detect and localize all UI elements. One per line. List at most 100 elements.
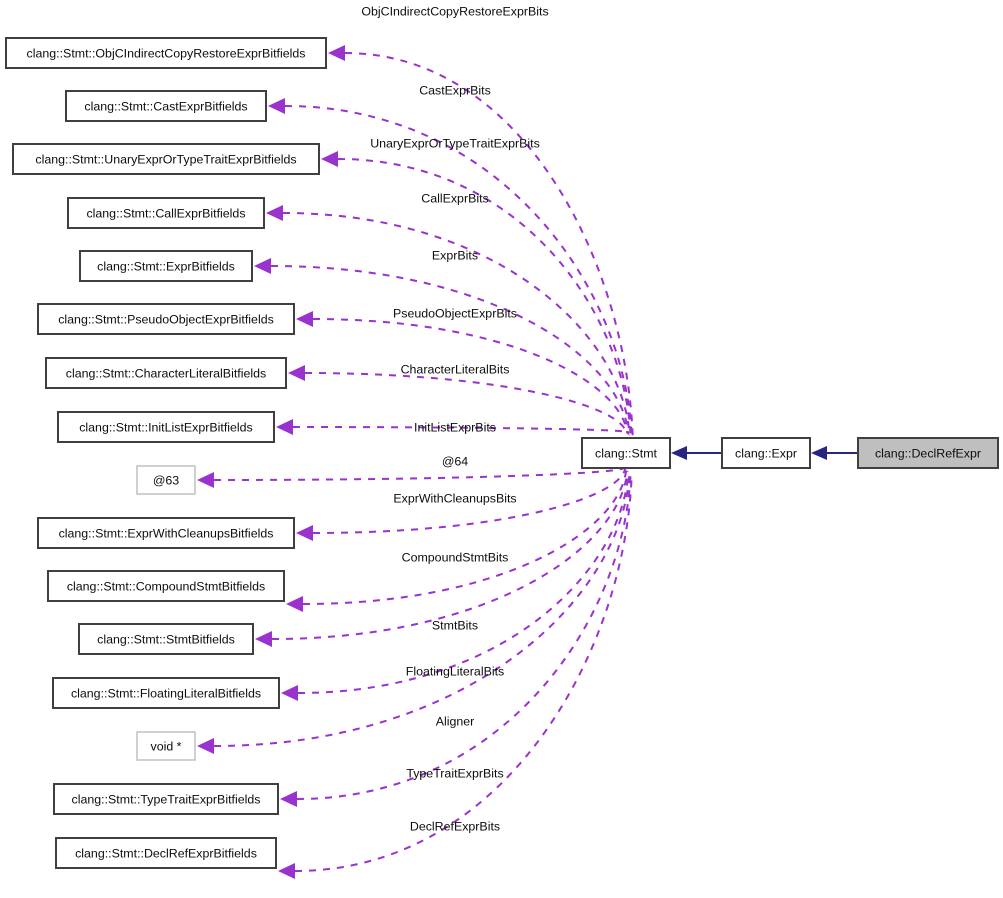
node-clang-stmt-exprwithcleanupsbitfields-label: clang::Stmt::ExprWithCleanupsBitfields	[59, 526, 274, 540]
edge-label-unaryexprortypetraitexprbits: UnaryExprOrTypeTraitExprBits	[370, 136, 540, 150]
inheritance-arrowhead-icon	[811, 446, 827, 460]
node-clang-stmt-pseudoobjectexprbitfields-rect	[37, 303, 295, 335]
usage-edge-group	[197, 45, 634, 879]
node-clang-stmt-exprwithcleanupsbitfields-rect	[37, 517, 295, 549]
node-clang-stmt[interactable]: clang::Stmt	[581, 437, 671, 469]
node-void-rect	[136, 731, 196, 761]
usage-arrowhead-icon	[280, 791, 297, 807]
edge-label-pseudoobjectexprbits: PseudoObjectExprBits	[393, 306, 517, 320]
inheritance-edge-group	[671, 446, 858, 460]
node-clang-stmt-floatingliteralbitfields-label: clang::Stmt::FloatingLiteralBitfields	[71, 686, 261, 700]
node-clang-stmt-callexprbitfields-label: clang::Stmt::CallExprBitfields	[86, 206, 245, 220]
usage-arrowhead-icon	[268, 98, 285, 114]
node-clang-stmt-callexprbitfields[interactable]: clang::Stmt::CallExprBitfields	[67, 197, 265, 229]
usage-edge-floatingliteralbits	[297, 471, 630, 694]
inheritance-arrowhead-icon	[671, 446, 687, 460]
usage-edge-compoundstmtbits	[302, 469, 628, 605]
node-clang-stmt-declrefexprbitfields-rect	[55, 837, 277, 869]
usage-edge-callexprbits	[282, 212, 631, 436]
usage-arrowhead-icon	[197, 738, 214, 754]
usage-edge-64	[213, 467, 625, 481]
node-clang-stmt-pseudoobjectexprbitfields-label: clang::Stmt::PseudoObjectExprBitfields	[58, 312, 274, 326]
node-clang-stmt-unaryexprortypetraitexprbitfields-label: clang::Stmt::UnaryExprOrTypeTraitExprBit…	[35, 152, 296, 166]
usage-arrowhead-icon	[321, 151, 338, 167]
node-clang-declrefexpr-rect	[857, 437, 999, 469]
node-clang-stmt-exprbitfields-label: clang::Stmt::ExprBitfields	[97, 259, 235, 273]
node-clang-stmt-characterliteralbitfields-rect	[45, 357, 287, 389]
edge-label-declrefexprbits: DeclRefExprBits	[410, 819, 500, 833]
usage-arrowhead-icon	[278, 863, 295, 879]
node-clang-stmt-exprbitfields-rect	[79, 250, 253, 282]
usage-arrowhead-icon	[254, 258, 271, 274]
node-63-rect	[136, 465, 196, 495]
edge-label-characterliteralbits: CharacterLiteralBits	[401, 362, 510, 376]
node-clang-stmt-callexprbitfields-rect	[67, 197, 265, 229]
edge-label-aligner: Aligner	[436, 714, 475, 728]
node-clang-stmt-castexprbitfields-label: clang::Stmt::CastExprBitfields	[84, 99, 247, 113]
node-clang-stmt-pseudoobjectexprbitfields[interactable]: clang::Stmt::PseudoObjectExprBitfields	[37, 303, 295, 335]
node-clang-stmt-declrefexprbitfields-label: clang::Stmt::DeclRefExprBitfields	[75, 846, 257, 860]
usage-edge-characterliteralbits	[304, 372, 628, 433]
node-clang-stmt-initlistexprbitfields[interactable]: clang::Stmt::InitListExprBitfields	[57, 411, 275, 443]
usage-edge-objcindirectcopyrestoreexprbits	[344, 52, 634, 439]
node-void[interactable]: void *	[136, 731, 196, 761]
node-clang-stmt-typetraitexprbitfields-rect	[53, 783, 279, 815]
node-63[interactable]: @63	[136, 465, 196, 495]
node-clang-expr-label: clang::Expr	[735, 446, 797, 460]
node-clang-stmt-initlistexprbitfields-label: clang::Stmt::InitListExprBitfields	[79, 420, 253, 434]
edge-label-group: ObjCIndirectCopyRestoreExprBitsCastExprB…	[361, 4, 548, 833]
node-clang-stmt-stmtbitfields-label: clang::Stmt::StmtBitfields	[97, 632, 235, 646]
node-clang-stmt-typetraitexprbitfields[interactable]: clang::Stmt::TypeTraitExprBitfields	[53, 783, 279, 815]
node-clang-stmt-label: clang::Stmt	[595, 446, 658, 460]
node-clang-stmt-unaryexprortypetraitexprbitfields[interactable]: clang::Stmt::UnaryExprOrTypeTraitExprBit…	[12, 143, 320, 175]
usage-edge-unaryexprortypetraitexprbits	[337, 158, 632, 437]
usage-edge-aligner	[213, 472, 631, 747]
node-clang-expr[interactable]: clang::Expr	[721, 437, 811, 469]
node-clang-stmt-characterliteralbitfields[interactable]: clang::Stmt::CharacterLiteralBitfields	[45, 357, 287, 389]
node-clang-declrefexpr[interactable]: clang::DeclRefExpr	[857, 437, 999, 469]
member-node-group: clang::Stmt::ObjCIndirectCopyRestoreExpr…	[5, 37, 327, 869]
edge-label-exprbits: ExprBits	[432, 248, 478, 262]
node-clang-stmt-compoundstmtbitfields[interactable]: clang::Stmt::CompoundStmtBitfields	[47, 570, 285, 602]
edge-label-stmtbits: StmtBits	[432, 618, 478, 632]
edge-label-callexprbits: CallExprBits	[421, 191, 488, 205]
node-clang-stmt-exprwithcleanupsbitfields[interactable]: clang::Stmt::ExprWithCleanupsBitfields	[37, 517, 295, 549]
main-node-group: clang::Stmt clang::Expr clang::DeclRefExpr	[581, 437, 999, 469]
usage-arrowhead-icon	[197, 472, 214, 488]
node-clang-stmt-floatingliteralbitfields[interactable]: clang::Stmt::FloatingLiteralBitfields	[52, 677, 280, 709]
edge-label-objcindirectcopyrestoreexprbits: ObjCIndirectCopyRestoreExprBits	[361, 4, 548, 18]
edge-label-exprwithcleanupsbits: ExprWithCleanupsBits	[393, 491, 516, 505]
node-clang-stmt-characterliteralbitfields-label: clang::Stmt::CharacterLiteralBitfields	[66, 366, 266, 380]
usage-edge-exprbits	[270, 265, 630, 435]
edge-label-castexprbits: CastExprBits	[419, 83, 491, 97]
usage-edge-exprwithcleanupsbits	[312, 468, 627, 534]
node-clang-stmt-declrefexprbitfields[interactable]: clang::Stmt::DeclRefExprBitfields	[55, 837, 277, 869]
node-void-label: void *	[151, 739, 182, 753]
edge-label-compoundstmtbits: CompoundStmtBits	[402, 550, 509, 564]
usage-edge-stmtbits	[271, 470, 629, 640]
node-clang-stmt-objcindirectcopyrestoreexprbitfields-rect	[5, 37, 327, 69]
node-clang-stmt-compoundstmtbitfields-rect	[47, 570, 285, 602]
usage-edge-initlistexprbits	[292, 426, 626, 433]
node-63-label: @63	[153, 473, 179, 487]
edge-label-initlistexprbits: InitListExprBits	[414, 420, 496, 434]
node-clang-stmt-rect	[581, 437, 671, 469]
usage-edge-castexprbits	[284, 105, 633, 438]
usage-arrowhead-icon	[296, 311, 313, 327]
usage-arrowhead-icon	[276, 419, 293, 435]
usage-edge-typetraitexprbits	[296, 473, 632, 800]
edge-label-typetraitexprbits: TypeTraitExprBits	[406, 766, 503, 780]
node-clang-stmt-objcindirectcopyrestoreexprbitfields[interactable]: clang::Stmt::ObjCIndirectCopyRestoreExpr…	[5, 37, 327, 69]
node-clang-stmt-unaryexprortypetraitexprbitfields-rect	[12, 143, 320, 175]
node-clang-stmt-castexprbitfields[interactable]: clang::Stmt::CastExprBitfields	[65, 90, 267, 122]
usage-arrowhead-icon	[328, 45, 345, 61]
node-clang-stmt-stmtbitfields[interactable]: clang::Stmt::StmtBitfields	[78, 623, 254, 655]
node-clang-stmt-exprbitfields[interactable]: clang::Stmt::ExprBitfields	[79, 250, 253, 282]
usage-arrowhead-icon	[288, 365, 305, 381]
node-clang-stmt-typetraitexprbitfields-label: clang::Stmt::TypeTraitExprBitfields	[72, 792, 261, 806]
node-clang-expr-rect	[721, 437, 811, 469]
edge-label-floatingliteralbits: FloatingLiteralBits	[406, 664, 504, 678]
edge-label-64: @64	[442, 454, 468, 468]
